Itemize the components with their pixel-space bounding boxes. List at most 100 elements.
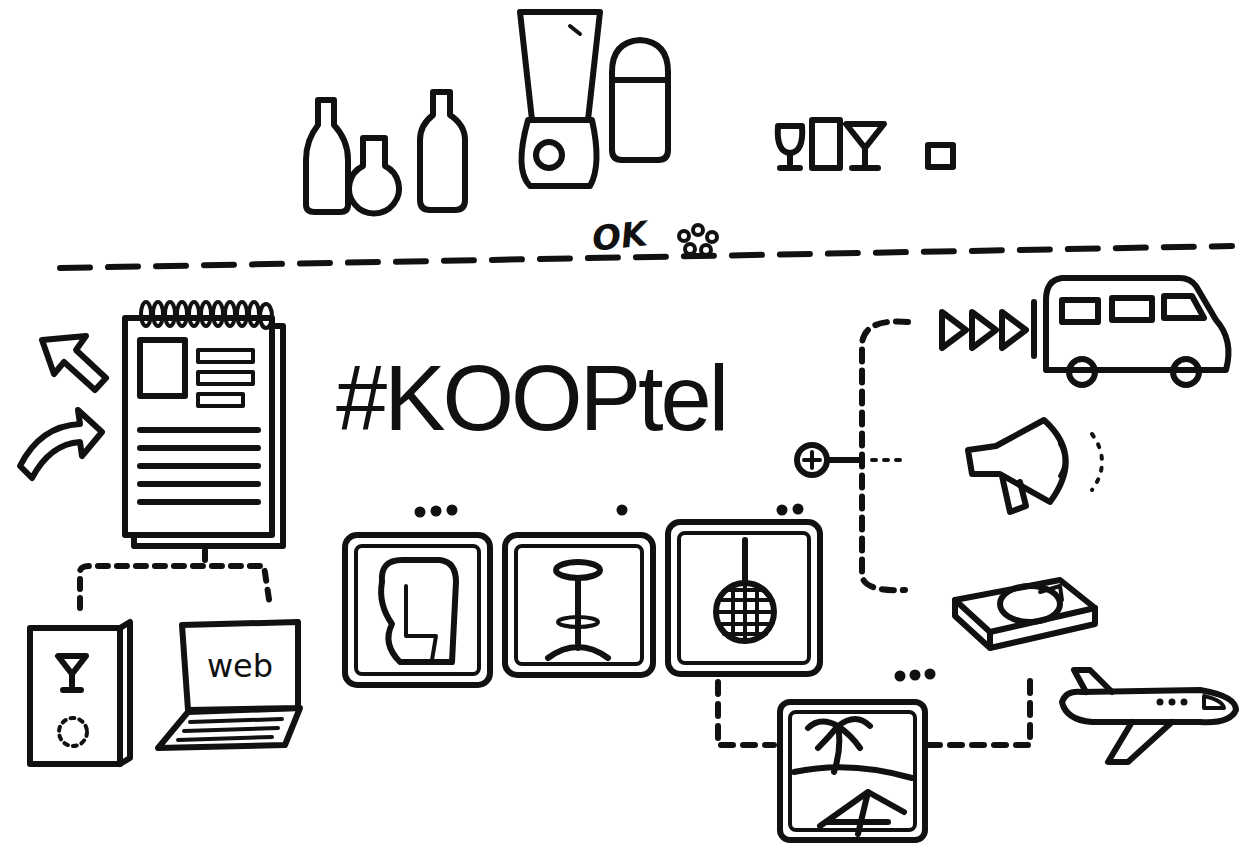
glass-icons-part (846, 124, 884, 168)
airplane-icon-part (1158, 700, 1162, 704)
beach-box-part (820, 792, 904, 834)
glass-icons (778, 120, 953, 168)
van-icon-part (942, 312, 1026, 348)
blender-icon-part (536, 142, 562, 168)
blender-icon-part (520, 12, 600, 120)
notebook-icon-part (153, 302, 163, 326)
bottle-icons (306, 92, 465, 213)
turntable-icon-part (1024, 600, 1036, 608)
airplane-icon-part (1182, 700, 1186, 704)
scribble-dots-part (685, 244, 695, 254)
notebook-icon-part (165, 302, 175, 326)
disco-ball-box-part (742, 540, 748, 582)
beach-box-part (808, 719, 870, 748)
airplane-icon-part (1062, 690, 1236, 722)
scribble-dots-part (679, 231, 689, 241)
shaker-icon (612, 40, 668, 160)
airplane-icon-part (1170, 700, 1174, 704)
bar-stool-box (505, 535, 653, 675)
disco-ball-box-part (716, 583, 774, 641)
turntable-icon-part (955, 580, 1095, 632)
beach-box-part (780, 702, 925, 840)
notebook-icon-part (189, 302, 199, 326)
disco-ball-box-part (679, 533, 809, 663)
notebook-icon-part (140, 430, 258, 502)
diagram-title: #KOOPtel (336, 346, 726, 451)
dot-marks-part (448, 506, 456, 514)
megaphone-icon-part (1002, 476, 1026, 512)
notebook-icon-part (141, 302, 151, 326)
van-icon (942, 278, 1228, 385)
blender-icon (520, 12, 600, 186)
armchair-box-part (356, 546, 479, 674)
notebook-icon-part (125, 318, 272, 535)
turntable-icon (955, 580, 1095, 648)
dot-marks-part (618, 506, 626, 514)
book-icon (30, 622, 130, 764)
plus-branch (797, 322, 908, 591)
book-icon-part (120, 622, 130, 764)
shaker-icon-part (612, 40, 668, 160)
arrow-icons-part (42, 336, 106, 390)
arrow-icons-part (20, 410, 102, 478)
blender-icon-part (521, 120, 596, 186)
megaphone-icon-part (1092, 434, 1102, 490)
megaphone-icon-part (1060, 444, 1065, 476)
book-icon-part (59, 718, 87, 746)
megaphone-icon (968, 420, 1102, 512)
airplane-icon-part (1204, 696, 1224, 708)
dot-marks-part (896, 672, 904, 680)
glass-icons-part (778, 126, 803, 153)
dot-marks-part (432, 507, 440, 515)
van-icon-part (1173, 359, 1199, 385)
armchair-box (345, 535, 490, 685)
van-icon-part (1031, 302, 1037, 356)
laptop-icon (158, 708, 300, 748)
blender-icon-part (570, 26, 580, 34)
plus-branch-part (862, 322, 908, 591)
notebook-icon-part (198, 394, 243, 406)
scribble-label: OK (590, 213, 649, 259)
van-icon-part (1164, 296, 1204, 318)
disco-ball-box (668, 522, 820, 674)
notebook-icon (125, 302, 283, 546)
notebook-icon-part (201, 302, 211, 326)
armchair-box-part (406, 586, 436, 660)
notebook-icon-part (198, 372, 253, 384)
notebook-icon-part (237, 302, 247, 326)
dashed-bracket (80, 550, 270, 608)
bar-stool-box-part (516, 546, 642, 664)
screen-border (182, 622, 298, 710)
bottle-icons-part (349, 138, 399, 213)
notebook-icon-part (260, 304, 272, 328)
airplane-icon-part (1074, 670, 1112, 692)
screen-text: web (207, 647, 273, 685)
shaker-icon-part (614, 77, 666, 83)
plus-branch-part (872, 458, 905, 462)
plus-branch-part (797, 445, 827, 475)
arrow-icons (20, 336, 106, 478)
notebook-icon-part (225, 302, 235, 326)
dashed-bracket (718, 672, 1030, 745)
scribble-dots-part (707, 232, 717, 242)
armchair-box-part (345, 535, 490, 685)
notebook-icon-part (177, 302, 187, 326)
dot-marks-part (778, 506, 786, 514)
bar-stool-box-part (548, 578, 608, 658)
dot-marks-part (911, 671, 919, 679)
dot-marks-part (926, 670, 934, 678)
bottle-icons-part (306, 100, 348, 212)
airplane-icon-part (1108, 722, 1172, 762)
notebook-icon-part (213, 302, 223, 326)
book-icon-part (58, 656, 86, 690)
scribble-dots-part (693, 225, 703, 235)
plus-branch-part (828, 457, 860, 463)
notebook-icon-part (198, 350, 253, 362)
armchair-box-part (381, 560, 456, 662)
turntable-icon-part (1000, 586, 1060, 622)
bar-stool-box-part (558, 617, 598, 627)
van-icon-part (1062, 300, 1098, 322)
van-icon-part (1046, 278, 1228, 370)
disco-ball-box-part (668, 522, 820, 674)
